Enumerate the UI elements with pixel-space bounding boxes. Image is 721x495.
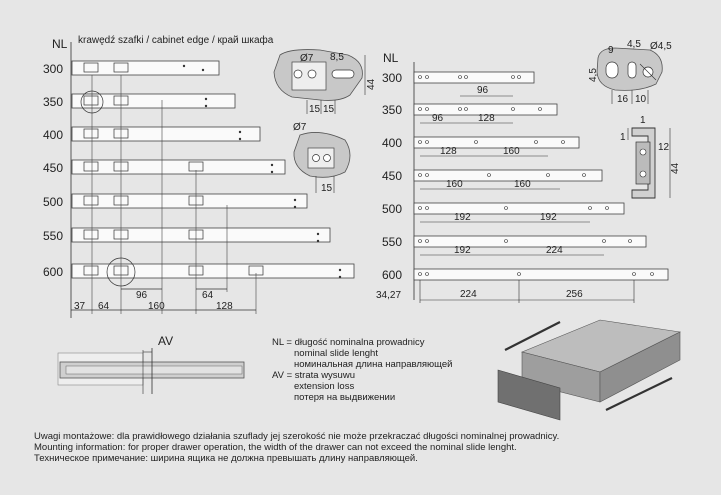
right-dim: 160 [514,179,531,190]
rslide-400 [413,136,580,149]
slide-550 [71,227,331,243]
left-slide-rows: 300 350 400 450 500 550 600 [43,60,355,279]
legend-nl-line: NL = długość nominalna prowadnicy [272,337,425,348]
right-row-label: 600 [382,268,402,282]
detail-b-dim: Ø7 [293,122,307,133]
nl-label-left: NL [52,37,68,51]
legend-av-line: потеря на выдвижении [294,392,396,403]
legend-av-line: AV = strata wysuwu [272,370,355,381]
detail-d-dim: 12 [658,142,670,153]
detail-d-dim: 1 [620,132,626,143]
left-row-label: 550 [43,229,63,243]
left-row-label: 500 [43,195,63,209]
left-dim: 160 [148,301,165,312]
right-row-label: 500 [382,202,402,216]
note-en: Mounting information: for proper drawer … [34,442,517,453]
av-label: AV [158,334,173,348]
right-dim: 192 [540,212,557,223]
detail-a-dim: 8,5 [330,52,344,63]
slide-350 [71,93,236,109]
right-dim: 224 [460,289,477,300]
legend-av-line: extension loss [294,381,355,392]
legend: NL = długość nominalna prowadnicy nomina… [272,337,452,403]
detail-c-dim: 9 [608,45,614,56]
right-dim: 224 [546,245,563,256]
rslide-500 [413,202,625,215]
detail-c-dim: 10 [635,94,647,105]
right-dim: 128 [440,146,457,157]
detail-a-dim: 44 [366,78,377,90]
rslide-600 [413,268,669,281]
cabinet-edge-label: krawędź szafki / cabinet edge / край шка… [78,34,274,46]
right-dim: 160 [446,179,463,190]
detail-c-dim: Ø4,5 [650,41,672,52]
detail-hole-pattern [596,47,663,104]
detail-c-dim: 4,5 [588,68,599,82]
right-dim: 34,27 [376,290,401,301]
slide-450 [71,159,286,175]
right-dimension-lines [419,95,635,303]
detail-a-dim: 15 [323,104,335,115]
right-dim: 192 [454,212,471,223]
detail-d-dim: 44 [670,162,681,174]
rslide-550 [413,235,647,248]
right-dim: 96 [432,113,444,124]
nl-label-right: NL [383,51,399,65]
slide-600 [71,263,355,279]
left-leaders [91,75,257,314]
left-row-label: 600 [43,265,63,279]
rslide-350 [413,103,558,116]
detail-rear-bracket [293,132,351,193]
left-row-label: 450 [43,161,63,175]
detail-c-dim: 16 [617,94,629,105]
right-dim: 128 [478,113,495,124]
rslide-450 [413,169,603,182]
left-row-label: 400 [43,128,63,142]
right-dim: 160 [503,146,520,157]
mounting-note: Uwagi montażowe: dla prawidłowego działa… [34,431,714,464]
right-dim: 96 [477,85,489,96]
left-dim: 128 [216,301,233,312]
left-dots [182,64,342,279]
right-row-label: 450 [382,169,402,183]
legend-nl-line: nominal slide lenght [294,348,378,359]
right-row-label: 300 [382,71,402,85]
av-slide-illustration [57,348,245,394]
left-row-label: 300 [43,62,63,76]
note-pl: Uwagi montażowe: dla prawidłowego działa… [34,431,560,442]
detail-a-dim: 15 [309,104,321,115]
detail-d-dim: 1 [640,115,646,126]
right-row-label: 400 [382,136,402,150]
detail-a-dim: Ø7 [300,53,314,64]
right-holes [418,75,654,276]
right-slide-rows: 300 350 400 450 500 550 600 [382,71,669,282]
left-dimension-lines [71,288,256,311]
left-dim: 64 [98,301,110,312]
detail-front-bracket [273,49,366,114]
right-row-label: 550 [382,235,402,249]
right-dim: 256 [566,289,583,300]
left-dim: 64 [202,290,214,301]
detail-slide-profile [627,127,671,199]
drawer-illustration [497,319,681,421]
slide-400 [71,126,261,142]
note-ru: Техническое примечание: ширина ящика не … [34,453,418,464]
slide-300 [71,60,220,76]
detail-c-dim: 4,5 [627,39,641,50]
right-row-label: 350 [382,103,402,117]
detail-b-dim: 15 [321,183,333,194]
rslide-300 [413,71,535,84]
legend-nl-line: номинальная длина направляющей [294,359,453,370]
slide-500 [71,193,308,209]
left-row-label: 350 [43,95,63,109]
left-dim: 37 [74,301,86,312]
left-dim: 96 [136,290,148,301]
right-dim: 192 [454,245,471,256]
